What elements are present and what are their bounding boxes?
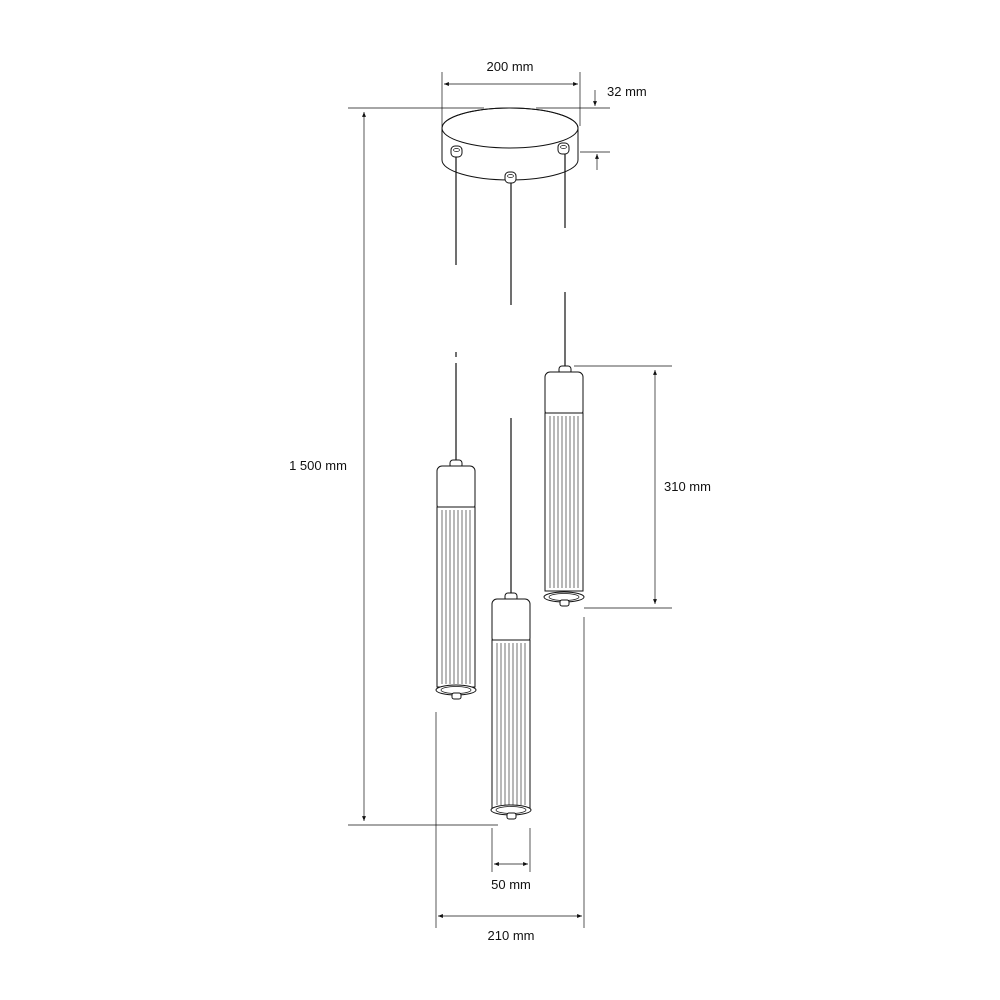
pendant-center <box>490 592 532 820</box>
dimension-canopy-diameter: 200 mm <box>441 59 581 126</box>
dimension-total-height: 1 500 mm <box>289 107 498 826</box>
label-cluster-width: 210 mm <box>488 928 535 943</box>
canopy-fixing-right <box>557 142 570 155</box>
canopy-fixing-left <box>450 145 463 158</box>
pendant-left <box>435 459 477 700</box>
suspension-cables <box>455 154 566 594</box>
label-canopy-height: 32 mm <box>607 84 647 99</box>
label-shade-diameter: 50 mm <box>491 877 531 892</box>
label-total-height: 1 500 mm <box>289 458 347 473</box>
dimension-canopy-height: 32 mm <box>536 84 647 170</box>
label-canopy-diameter: 200 mm <box>487 59 534 74</box>
dimension-cluster-width: 210 mm <box>435 617 585 943</box>
dimension-shade-diameter: 50 mm <box>491 828 531 892</box>
pendant-right <box>543 365 585 607</box>
dimension-shade-length: 310 mm <box>574 365 711 609</box>
label-shade-length: 310 mm <box>664 479 711 494</box>
canopy-fixing-center <box>504 171 517 184</box>
ceiling-canopy <box>441 107 579 184</box>
